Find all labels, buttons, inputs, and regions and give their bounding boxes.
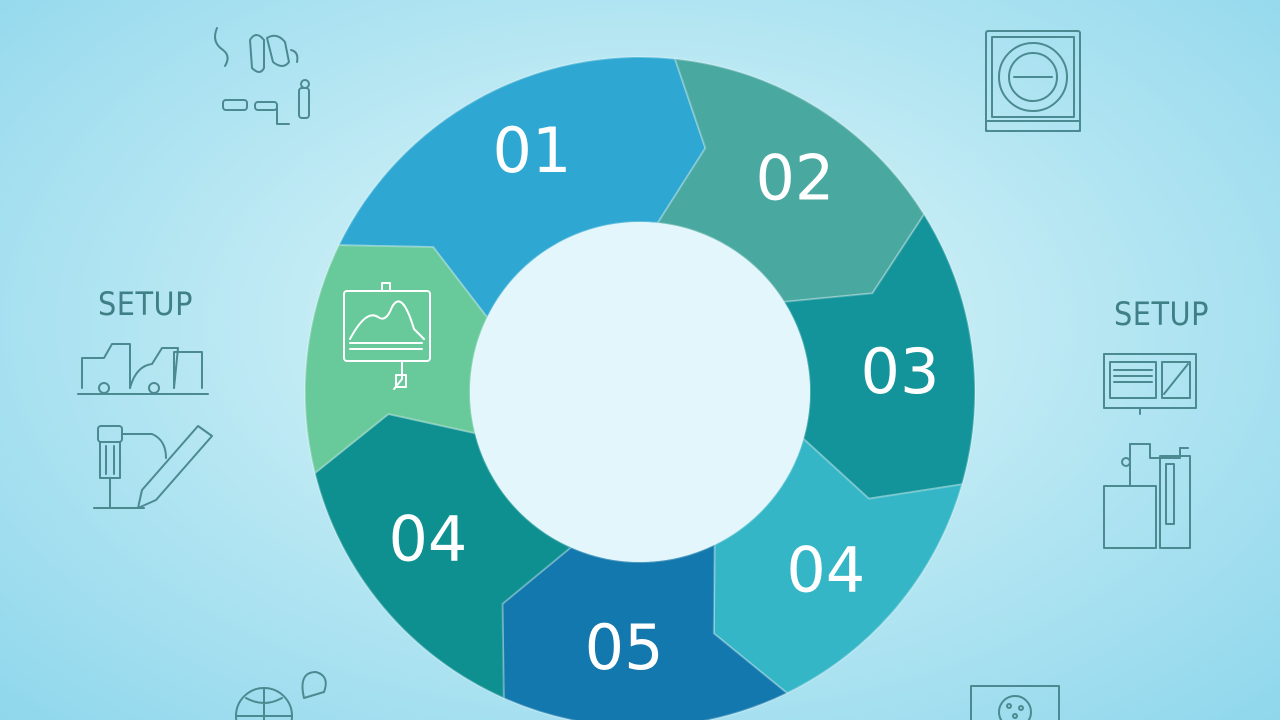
ring-segment-label: 02 [755,142,834,215]
ring-segment-label: 03 [861,335,940,408]
ring-segment-label: 01 [493,114,572,187]
industrial-parts-icon [214,27,310,125]
globe-icon [235,671,327,720]
ring-segment [501,543,789,720]
ring-segment-label: 05 [585,611,664,684]
monitor-chart-icon [343,282,431,390]
setup-label-right: SETUP [1114,295,1209,333]
ring-center-hole [470,222,810,562]
ring-segment-label: 04 [786,534,865,607]
circuit-board-icon [970,685,1060,720]
conveyor-icon [77,343,209,395]
electrical-schematic-icon [1103,443,1191,549]
tool-pencil-icon [93,425,213,509]
setup-label-left: SETUP [98,285,193,323]
control-panel-icon [1103,353,1197,415]
ring-segment-label: 04 [388,502,467,575]
machine-gauge-icon [985,30,1081,132]
